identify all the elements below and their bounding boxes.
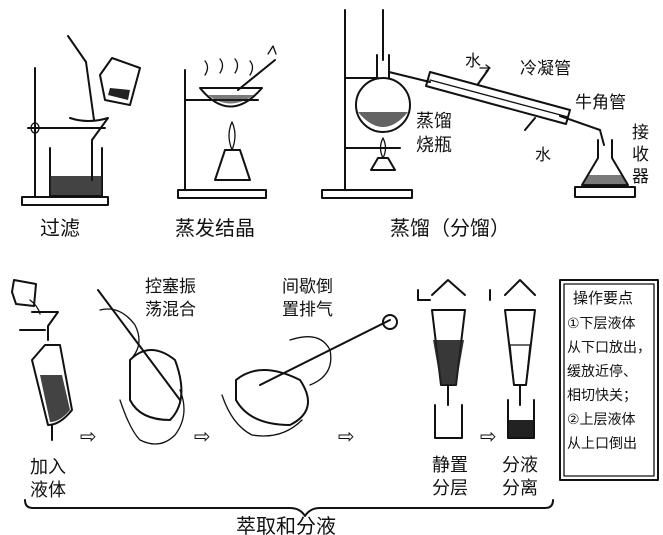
add-liquid-label-2: 液体 (30, 480, 66, 501)
funnel (31, 311, 59, 341)
block-stand (574, 186, 636, 198)
step-arrow-3: ⇨ (338, 424, 355, 448)
stand-base (177, 189, 267, 199)
notes-line-2: 从下口放出， (567, 340, 651, 356)
stand-base (321, 189, 413, 199)
shake-label-1: 控塞振 (145, 277, 196, 297)
adapter (559, 115, 601, 131)
condenser-label: 冷凝管 (520, 59, 571, 79)
notes-line-1: ①下层液体 (567, 316, 636, 332)
steam-wisps (204, 58, 254, 76)
notes-line-4: 相切快关； (567, 388, 637, 404)
water-out-label: 水 (535, 145, 551, 164)
step-arrow-4: ⇨ (480, 424, 497, 448)
notes-line-5: ②上层液体 (567, 412, 636, 428)
step-separate: 分液 分离 (489, 279, 538, 499)
flask-label-line1: 蒸馏 (416, 111, 452, 132)
separate-label-1: 分液 (502, 455, 538, 476)
left-hand (99, 308, 140, 361)
alcohol-lamp (214, 149, 251, 181)
flask-label-line2: 烧瓶 (416, 135, 452, 156)
extraction-caption: 萃取和分液 (236, 514, 336, 535)
evaporating-dish (199, 87, 263, 108)
evaporation-caption: 蒸发结晶 (175, 216, 255, 240)
receiver-label-1: 接 (632, 123, 649, 143)
notes-title: 操作要点 (573, 289, 633, 307)
filtration-caption: 过滤 (40, 216, 80, 240)
alcohol-lamp (370, 157, 396, 171)
water-in-label: 水 (465, 51, 481, 70)
beaker (434, 404, 463, 439)
beaker (507, 399, 535, 439)
funnel-body (235, 369, 309, 426)
filtration-apparatus: 过滤 (21, 35, 141, 240)
filter-funnel (69, 117, 109, 181)
step-add-liquid: 加入 液体 (11, 279, 73, 501)
adapter-label: 牛角管 (575, 93, 626, 113)
shake-label-2: 荡混合 (145, 300, 196, 320)
right-hand (289, 336, 332, 386)
distillation-flask (355, 77, 411, 133)
step-arrow-2: ⇨ (194, 424, 211, 448)
stand-base (21, 196, 109, 206)
step-vent: 间歇倒 置排气 (221, 277, 398, 437)
notes-line-6: 从上口倒出 (567, 436, 637, 452)
vent-label-1: 间歇倒 (282, 277, 333, 297)
stopcock (382, 314, 398, 330)
glass-rod (67, 35, 87, 63)
add-liquid-label-1: 加入 (30, 457, 66, 478)
flame (228, 121, 236, 151)
step-settle: 静置 分层 (417, 279, 468, 499)
vent-label-2: 置排气 (282, 300, 333, 320)
left-hand (221, 394, 303, 437)
notes-box: 操作要点 ①下层液体 从下口放出， 缓放近停、 相切快关； ②上层液体 从上口倒… (559, 279, 659, 481)
receiver-label-3: 器 (632, 167, 649, 187)
distillation-apparatus: 水 冷凝管 牛角管 水 蒸馏 烧瓶 接 收 器 蒸馏（分馏） (321, 9, 649, 240)
separatory-funnel (504, 309, 536, 386)
settle-label-1: 静置 (432, 455, 468, 476)
group-bracket (24, 499, 554, 517)
funnel-body (129, 349, 183, 421)
evaporation-apparatus: 蒸发结晶 (175, 45, 277, 240)
distillation-caption: 蒸馏（分馏） (390, 216, 510, 240)
receiver-label-2: 收 (632, 145, 649, 165)
condenser-tube (425, 71, 571, 125)
inverted-funnel (259, 319, 391, 386)
right-hand (119, 389, 185, 445)
pouring-beaker (11, 279, 37, 307)
stirring-rod (237, 59, 276, 91)
step-shake: 控塞振 荡混合 (97, 277, 196, 445)
receiving-beaker (49, 147, 103, 197)
pouring-beaker (99, 57, 141, 106)
separatory-funnel (31, 344, 73, 426)
notes-line-3: 缓放近停、 (567, 363, 637, 380)
settle-label-2: 分层 (432, 478, 468, 499)
step-arrow-1: ⇨ (80, 424, 97, 448)
separate-label-2: 分离 (502, 478, 538, 499)
